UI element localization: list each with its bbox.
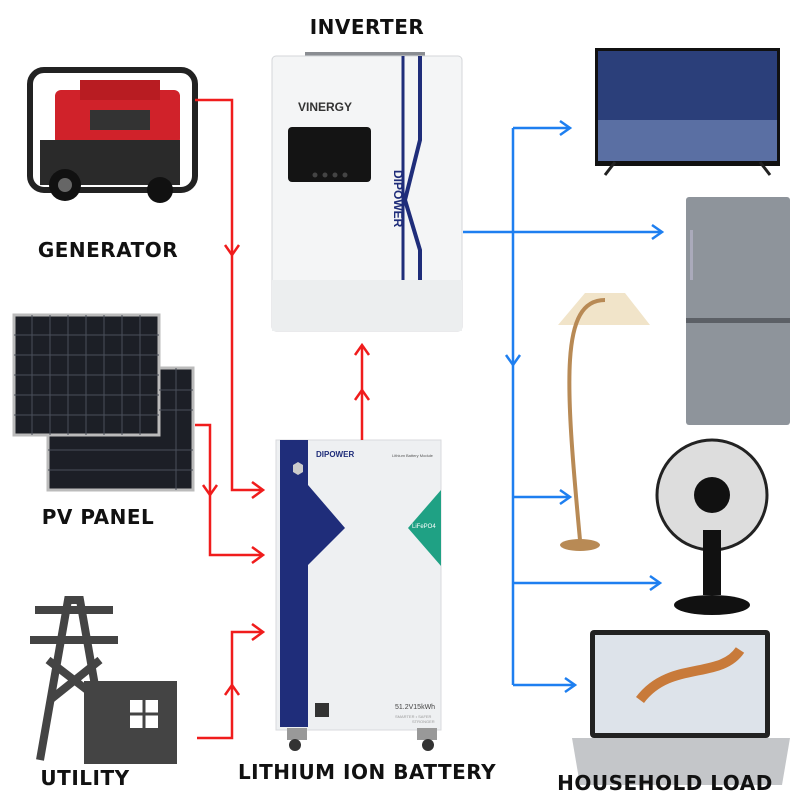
fan-image — [655, 438, 769, 615]
tv-image — [595, 48, 780, 176]
utility-icon — [30, 596, 177, 764]
input-flow-lines — [195, 98, 371, 740]
battery-slogan-2: STRONGER — [412, 719, 435, 724]
pv-panel-image — [12, 313, 195, 492]
inverter-label: INVERTER — [309, 15, 425, 39]
battery-chemistry: LiFePO4 — [412, 524, 436, 530]
output-flow-lines — [463, 119, 665, 694]
generator-label: GENERATOR — [37, 238, 179, 262]
inverter-image — [271, 52, 463, 332]
utility-label: UTILITY — [40, 766, 130, 790]
laptop-image — [572, 630, 790, 785]
pv-flow — [195, 423, 262, 557]
inverter-brand-logo: VINERGY — [298, 100, 353, 114]
pv-panel-label: PV PANEL — [41, 505, 155, 529]
inverter-side-brand: DIPOWER — [391, 170, 405, 228]
battery-rating: 51.2V15kWh — [395, 704, 436, 711]
floor-lamp-image — [558, 293, 650, 551]
battery-image — [275, 439, 442, 751]
generator-image — [27, 67, 198, 203]
utility-flow — [197, 630, 262, 740]
battery-brand: DIPOWER — [316, 450, 355, 459]
household-load-label: HOUSEHOLD LOAD — [557, 771, 773, 795]
battery-slogan-1: SMARTER • SAFER — [395, 714, 432, 719]
generator-flow — [195, 98, 262, 492]
battery-module-label: Lithium Battery Module — [392, 453, 433, 458]
refrigerator-image — [686, 197, 790, 425]
battery-label: LITHIUM ION BATTERY — [237, 760, 497, 784]
